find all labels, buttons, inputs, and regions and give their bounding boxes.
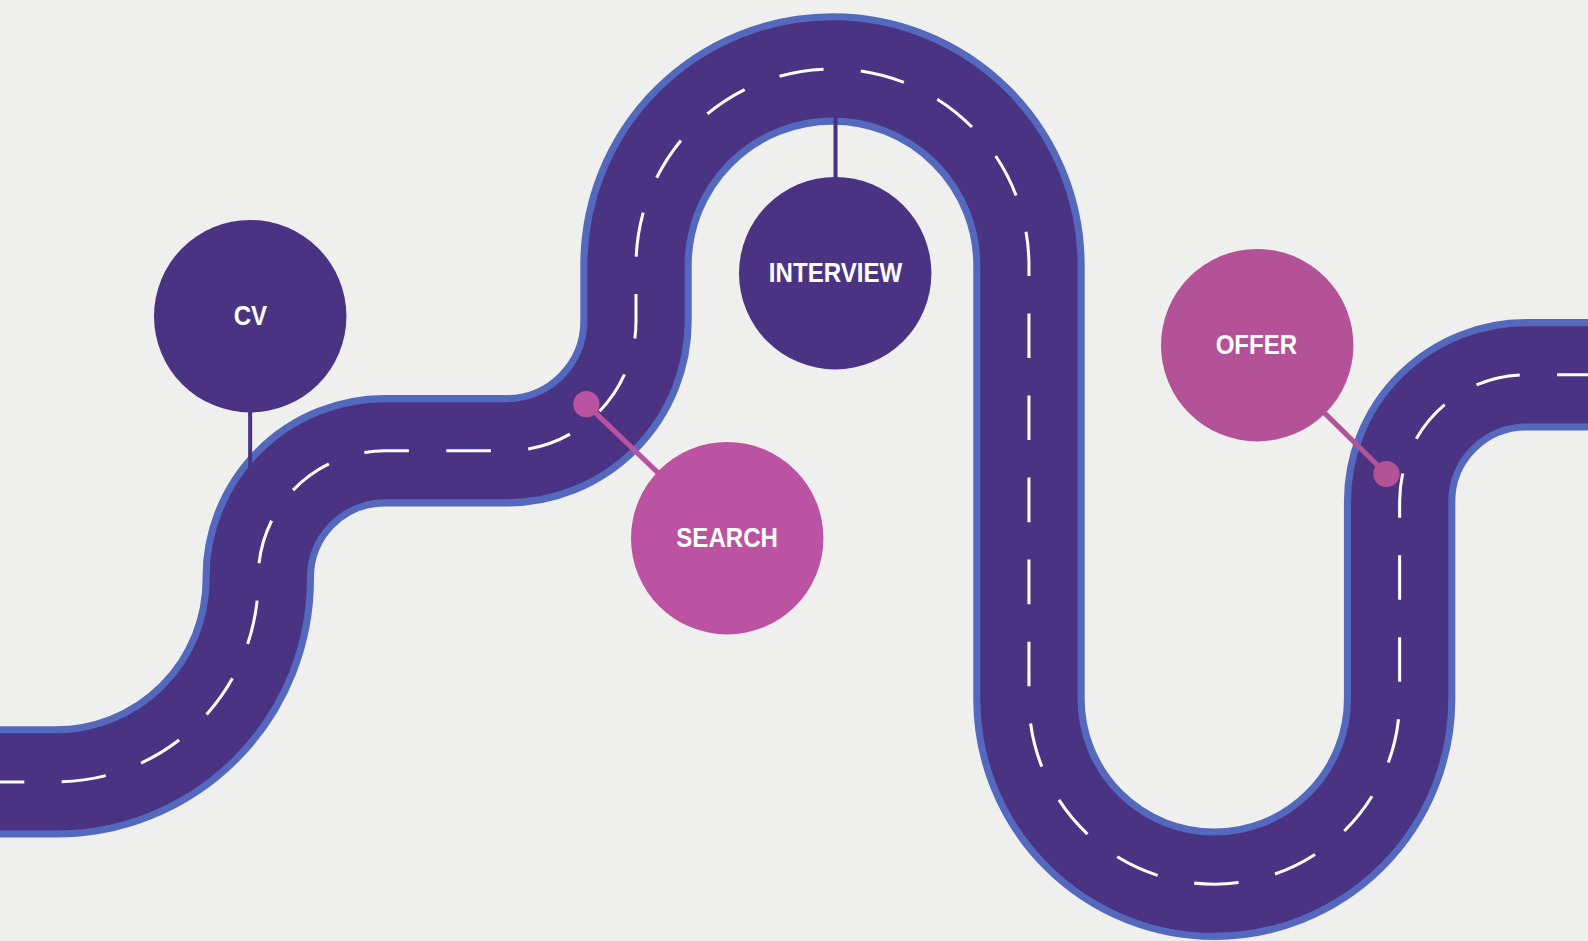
milestone-label-box: CV xyxy=(154,301,346,331)
milestone-circle: CV xyxy=(154,220,346,412)
milestone-label: INTERVIEW xyxy=(769,258,902,288)
road-surface xyxy=(0,69,1588,884)
leader-line xyxy=(1317,405,1387,474)
milestone-label-box: INTERVIEW xyxy=(739,258,931,288)
milestone-circle: SEARCH xyxy=(631,442,823,634)
milestone-label: SEARCH xyxy=(676,523,778,553)
leader-dot xyxy=(573,391,599,417)
road-border xyxy=(0,69,1588,884)
circle-shape xyxy=(631,442,823,634)
circle-shape xyxy=(739,177,931,369)
milestone-circle: OFFER xyxy=(1161,249,1353,441)
leader-line xyxy=(833,109,837,182)
milestone-label-box: OFFER xyxy=(1161,330,1353,360)
milestone-label: CV xyxy=(233,301,266,331)
milestone-label-box: SEARCH xyxy=(631,523,823,553)
circle-shape xyxy=(1161,249,1353,441)
road-lane-marking xyxy=(0,69,1588,884)
leader-dot xyxy=(1373,461,1399,487)
leader-line xyxy=(248,405,252,484)
milestone-circle: INTERVIEW xyxy=(739,177,931,369)
milestone-label: OFFER xyxy=(1216,330,1298,360)
circle-shape xyxy=(154,220,346,412)
